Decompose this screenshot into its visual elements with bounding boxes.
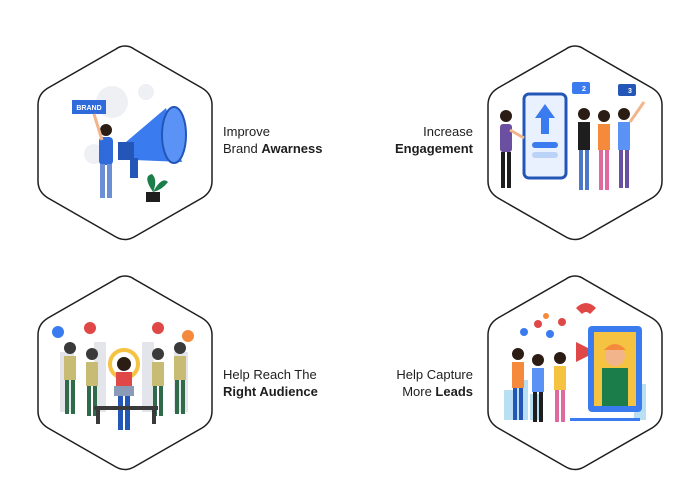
audience-crowd-icon	[37, 275, 213, 471]
feature-label-brand-awareness: Improve Brand Awarness	[223, 123, 323, 157]
feature-label-audience: Help Reach The Right Audience	[223, 366, 318, 400]
hex-card-leads	[484, 272, 666, 474]
feature-label-bold: Awarness	[261, 141, 323, 156]
feature-label-bold: Right Audience	[223, 384, 318, 399]
phone-engagement-icon: 2 3	[487, 45, 663, 241]
feature-label-line2: Brand	[223, 141, 262, 156]
feature-label-line1: Improve	[223, 124, 270, 139]
svg-text:BRAND: BRAND	[76, 105, 101, 112]
magnet-leads-icon	[487, 275, 663, 471]
feature-label-line2: More	[402, 384, 436, 399]
feature-label-line1: Increase	[423, 124, 473, 139]
badge-count: 3	[628, 88, 632, 95]
badge-count: 2	[582, 86, 586, 93]
hex-card-engagement: 2 3	[484, 42, 666, 244]
feature-label-line1: Help Capture	[396, 367, 473, 382]
feature-label-bold: Leads	[435, 384, 473, 399]
hex-card-brand-awareness: BRAND	[34, 42, 216, 244]
feature-label-engagement: Increase Engagement	[395, 123, 473, 157]
feature-label-leads: Help Capture More Leads	[396, 366, 473, 400]
hex-card-audience	[34, 272, 216, 474]
megaphone-icon: BRAND	[37, 45, 213, 241]
feature-label-line1: Help Reach The	[223, 367, 317, 382]
feature-label-bold: Engagement	[394, 141, 473, 156]
